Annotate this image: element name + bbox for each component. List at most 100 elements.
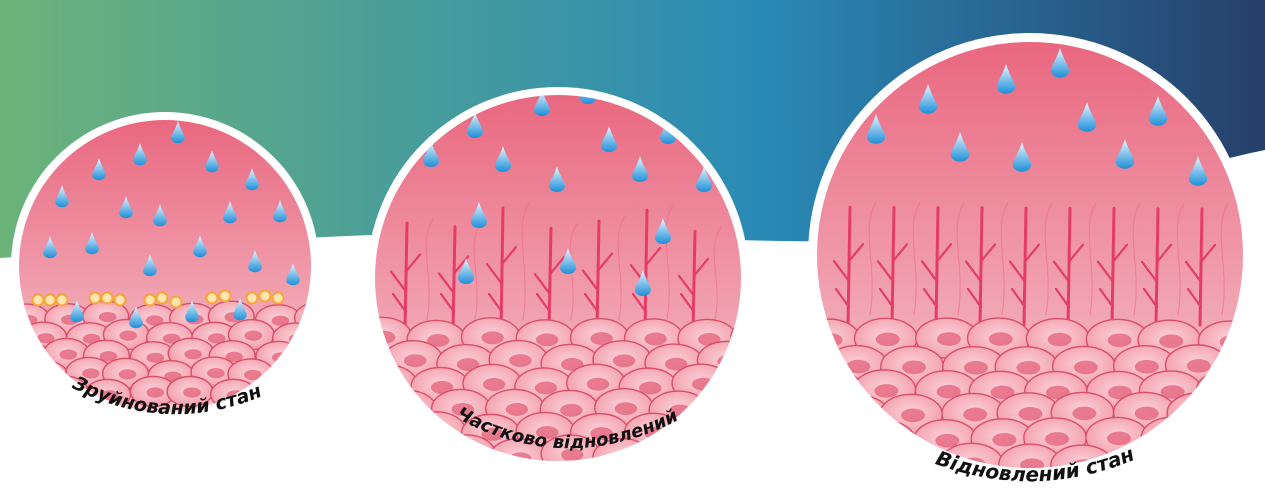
cell-nucleus <box>901 409 925 423</box>
skin-cell <box>1258 369 1265 409</box>
lipid-droplet <box>157 293 168 304</box>
cell-nucleus <box>615 402 637 415</box>
skin-cell <box>731 414 789 452</box>
lipid-droplet <box>33 295 44 306</box>
cell-nucleus <box>1163 431 1187 445</box>
skin-cell <box>1169 446 1231 486</box>
cell-nucleus <box>723 402 745 415</box>
cell-nucleus <box>311 314 329 324</box>
skin-cell <box>697 438 755 476</box>
nerve-fiber <box>453 227 455 330</box>
cell-nucleus <box>793 359 817 373</box>
cell-nucleus <box>560 404 582 417</box>
cell-nucleus <box>1072 407 1096 421</box>
cell-nucleus <box>876 333 900 347</box>
lipid-droplet <box>260 291 271 302</box>
cell-nucleus <box>404 354 426 367</box>
lipid-droplet <box>273 293 284 304</box>
cell-nucleus <box>207 368 225 378</box>
skin-cell <box>317 322 363 352</box>
cell-nucleus <box>38 372 56 382</box>
cell-nucleus <box>536 333 558 346</box>
cell-nucleus <box>1190 460 1214 474</box>
cell-nucleus <box>587 378 609 391</box>
cell-nucleus <box>483 378 505 391</box>
cell-nucleus <box>790 456 814 470</box>
cell-nucleus <box>746 381 768 394</box>
cell-nucleus <box>1246 358 1265 372</box>
skin-cell <box>316 357 362 387</box>
skin-cell <box>768 442 830 482</box>
skin-cell <box>751 436 809 474</box>
cell-nucleus <box>184 349 202 359</box>
lipid-droplet <box>57 295 68 306</box>
cell-nucleus <box>820 383 844 397</box>
cell-nucleus <box>665 449 687 462</box>
cell-nucleus <box>1018 407 1042 421</box>
cell-nucleus <box>0 369 11 379</box>
cell-nucleus <box>99 312 117 322</box>
cell-nucleus <box>351 449 373 462</box>
skin-cell <box>828 442 890 482</box>
skin-cell <box>772 345 834 385</box>
cell-nucleus <box>506 403 528 416</box>
lipid-droplet <box>220 291 231 302</box>
lipid-droplet <box>90 293 101 304</box>
cell-nucleus <box>1133 460 1157 474</box>
cell-nucleus <box>992 433 1016 447</box>
lipid-droplet <box>145 295 156 306</box>
cell-nucleus <box>874 435 898 449</box>
cell-nucleus <box>717 452 739 465</box>
lipid-droplet <box>207 293 218 304</box>
skin-cell <box>1257 418 1265 458</box>
nerve-fiber <box>693 232 695 330</box>
cell-nucleus <box>404 452 426 465</box>
cell-nucleus <box>1244 408 1265 422</box>
cell-nucleus <box>1135 407 1159 421</box>
cell-nucleus <box>1108 333 1132 347</box>
cell-nucleus <box>901 457 925 471</box>
cell-nucleus <box>1045 432 1069 446</box>
cell-nucleus <box>776 405 798 418</box>
cell-nucleus <box>1188 407 1212 421</box>
cell-nucleus <box>509 354 531 367</box>
skin-cell <box>1223 394 1265 434</box>
cell-nucleus <box>351 358 373 371</box>
cell-nucleus <box>698 426 720 439</box>
cell-nucleus <box>613 354 635 367</box>
cell-nucleus <box>989 332 1013 346</box>
skin-cell <box>801 421 863 461</box>
cell-nucleus <box>1243 460 1265 474</box>
lipid-droplet <box>45 295 56 306</box>
cell-nucleus <box>791 410 815 424</box>
cell-nucleus <box>902 361 926 375</box>
skin-cell <box>853 420 915 460</box>
skin-cell <box>0 358 23 388</box>
cell-nucleus <box>0 331 12 341</box>
cell-nucleus <box>350 312 368 322</box>
cell-nucleus <box>1135 360 1159 374</box>
cell-nucleus <box>1074 361 1098 375</box>
cell-nucleus <box>751 332 773 345</box>
skin-cell <box>353 415 411 453</box>
skin-cell <box>0 320 24 350</box>
nerve-fiber <box>597 221 599 330</box>
cell-nucleus <box>332 368 350 378</box>
cell-nucleus <box>272 387 290 397</box>
skin-cell <box>337 379 383 409</box>
skin-cell <box>750 343 808 381</box>
cell-nucleus <box>351 352 369 362</box>
cell-nucleus <box>822 435 846 449</box>
skin-cell <box>770 396 832 436</box>
lipid-droplet <box>102 293 113 304</box>
cell-nucleus <box>309 349 327 359</box>
cell-nucleus <box>874 384 898 398</box>
skin-cell <box>756 392 814 430</box>
cell-nucleus <box>1016 361 1040 375</box>
cell-nucleus <box>770 357 792 370</box>
lipid-droplet <box>115 295 126 306</box>
cell-nucleus <box>963 408 987 422</box>
skin-cell <box>292 377 338 407</box>
skin-cell <box>726 368 784 406</box>
skin-cell <box>335 341 381 371</box>
